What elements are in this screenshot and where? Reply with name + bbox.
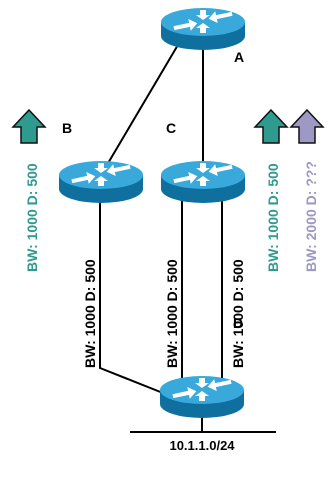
- advert-label-b: BW: 1000 D: 500: [24, 163, 40, 272]
- up-arrow-icon: [12, 109, 46, 144]
- router-a: [161, 7, 245, 51]
- link-label-c-d-2: BW: 1000 D: 500: [230, 259, 246, 368]
- advert-arrow-b: [12, 109, 46, 144]
- network-label: 10.1.1.0/24: [169, 438, 235, 453]
- router-icon: [161, 7, 245, 51]
- up-arrow-icon: [290, 109, 324, 144]
- link-b-d: [99, 195, 169, 396]
- link-label-b-d: BW: 1000 D: 500: [82, 259, 98, 368]
- router-b: [59, 160, 143, 203]
- advert-arrow-c: [254, 109, 288, 144]
- advert-label-c: BW: 1000 D: 500: [265, 163, 281, 272]
- router-label-c: C: [166, 120, 176, 136]
- router-icon: [160, 375, 244, 418]
- link-label-c-d-1: BW: 1000 D: 500: [164, 259, 180, 368]
- router-label-d: D: [233, 315, 243, 331]
- advert-label-new: BW: 2000 D: ???: [303, 161, 319, 272]
- router-c: [161, 160, 245, 203]
- router-icon: [161, 160, 245, 203]
- up-arrow-icon: [254, 109, 288, 144]
- router-label-a: A: [234, 49, 244, 65]
- link-a-b: [103, 32, 186, 171]
- advert-arrow-new: [290, 109, 324, 144]
- router-label-b: B: [62, 120, 72, 136]
- router-icon: [59, 160, 143, 203]
- router-d: [160, 375, 244, 418]
